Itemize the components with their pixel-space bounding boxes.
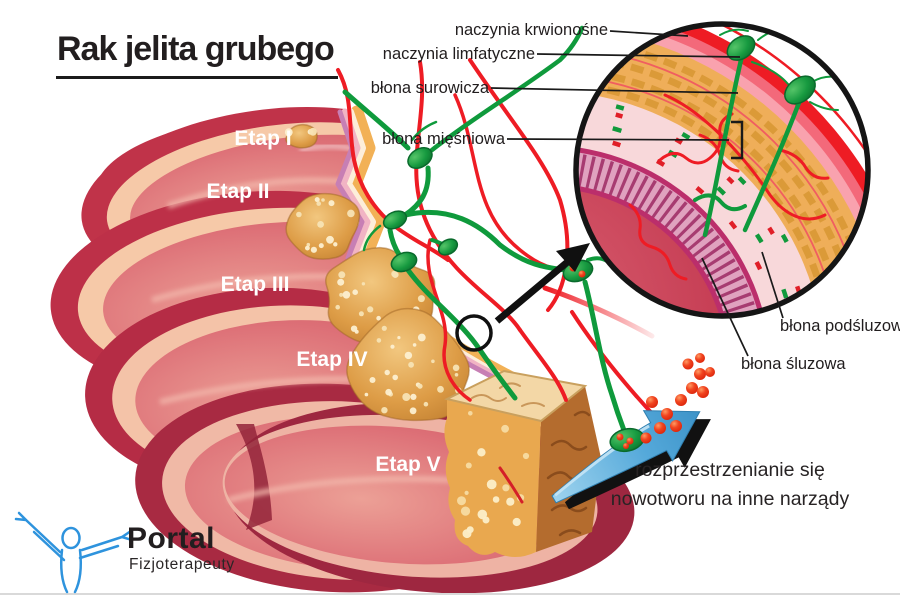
tumors (284, 123, 470, 422)
leader-lines (490, 30, 784, 357)
stage-label-etap-5: Etap V (375, 453, 441, 476)
lymph-node-on-arrow (609, 427, 645, 453)
label-blona-miesniowa: błona mięśniowa (382, 130, 505, 148)
logo-subtitle: Fizjoterapeuty (129, 556, 235, 573)
tumor-etap-1 (284, 123, 318, 149)
caption-line-2: nowotworu na inne narządy (610, 488, 850, 511)
label-naczynia-krwionosne: naczynia krwionośne (454, 21, 608, 39)
label-naczynia-limfatyczne: naczynia limfatyczne (382, 45, 535, 63)
lymph-nodes (382, 146, 594, 283)
background-mask (338, 58, 562, 384)
tumor-etap-2 (285, 192, 361, 260)
inset-lymph-nodes (726, 35, 816, 105)
haustral-fold-shadow (236, 424, 272, 530)
label-blona-surowicza: błona surowicza (370, 79, 489, 97)
lymphatic-vessels (342, 25, 628, 436)
magnified-wall-inset (573, 21, 871, 319)
spread-caption: rozprzestrzenianie się nowotworu na inne… (606, 456, 854, 515)
stage-label-etap-4: Etap IV (296, 348, 368, 371)
human-figure-icon (14, 511, 134, 594)
stage-label-etap-3: Etap III (220, 273, 290, 296)
inset-border (573, 21, 871, 319)
spreading-cells (640, 353, 715, 444)
caption-line-1: rozprzestrzenianie się (635, 459, 825, 481)
tumor-etap-4 (346, 307, 470, 422)
cancer-cells (609, 353, 715, 453)
label-blona-sluzowa: błona śluzowa (741, 355, 846, 373)
muscle-bracket (731, 120, 744, 160)
stage-label-etap-1: Etap I (234, 127, 292, 150)
stage-label-etap-2: Etap II (206, 180, 270, 203)
tumor-dots (457, 411, 530, 539)
page-title: Rak jelita grubego (56, 30, 338, 79)
label-blona-podsluzowa: błona podśluzowa (780, 317, 900, 335)
logo-title: Portal (127, 522, 216, 555)
pointer-arrow-icon (494, 243, 590, 324)
intestinal-lumen (576, 188, 728, 316)
marker-circle (455, 314, 493, 352)
